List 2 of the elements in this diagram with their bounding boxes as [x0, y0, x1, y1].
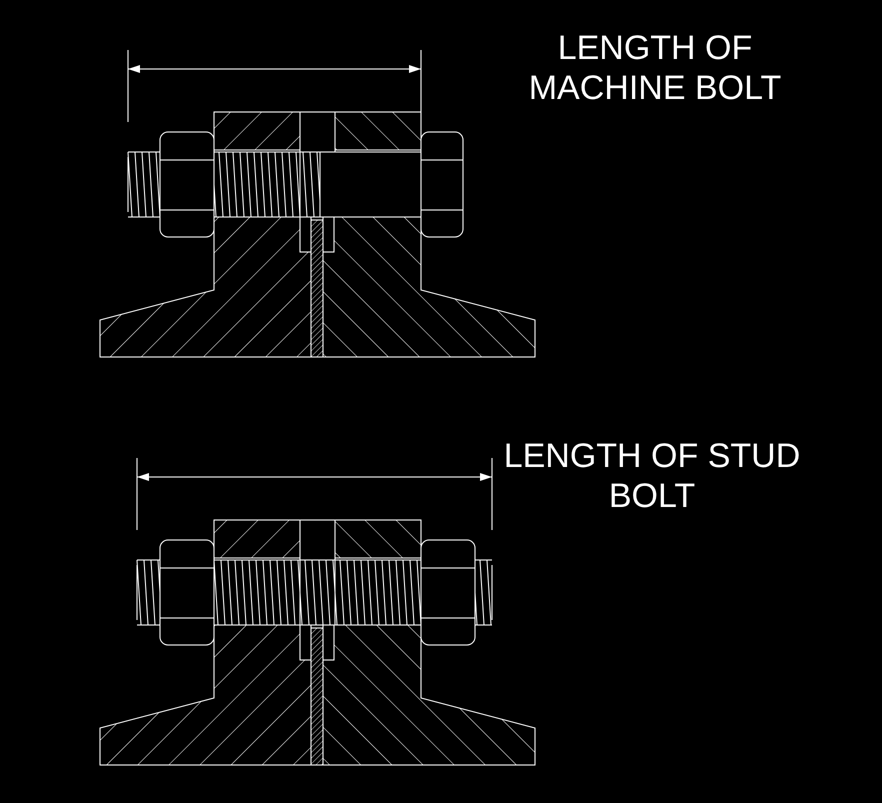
dimension-label: LENGTH OF STUD BOLT: [502, 436, 802, 516]
dimension-label: LENGTH OF MACHINE BOLT: [528, 28, 782, 108]
